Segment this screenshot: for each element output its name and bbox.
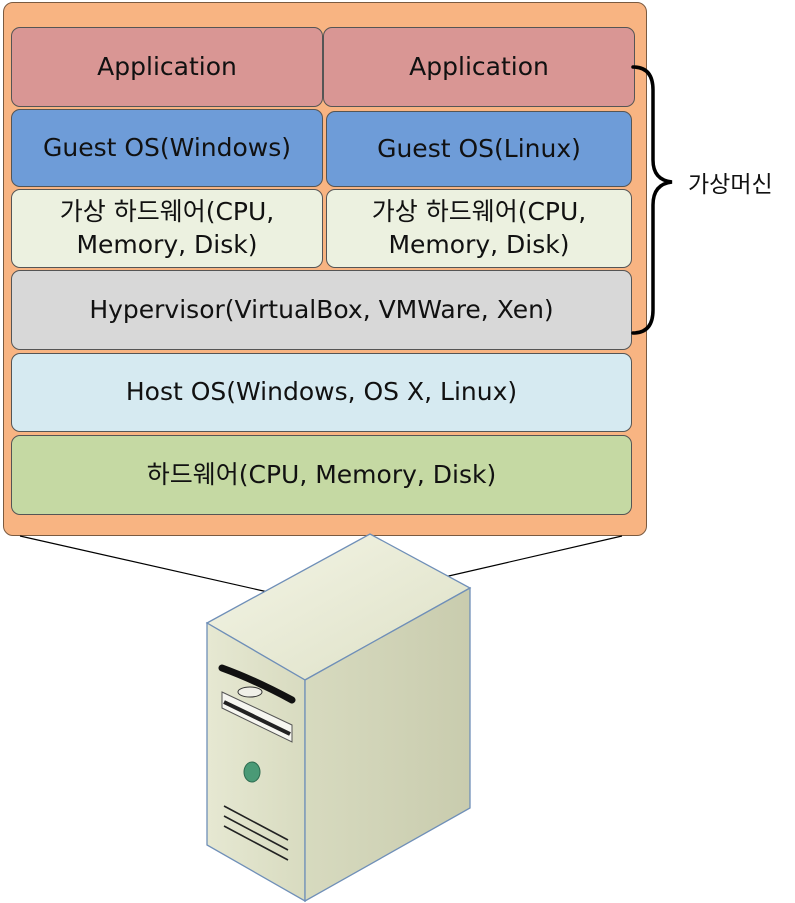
guest-os-linux: Guest OS(Linux) — [326, 111, 632, 187]
hypervisor-layer: Hypervisor(VirtualBox, VMWare, Xen) — [11, 270, 632, 350]
curly-brace-icon — [631, 65, 673, 335]
application-left: Application — [11, 27, 323, 107]
virtual-machine-label: 가상머신 — [688, 172, 773, 198]
connector-line-left — [19, 535, 269, 593]
power-led — [243, 761, 261, 783]
virtual-hardware-left: 가상 하드웨어(CPU, Memory, Disk) — [11, 189, 323, 268]
connector-line-right — [439, 535, 623, 579]
virtual-hardware-right: 가상 하드웨어(CPU, Memory, Disk) — [326, 189, 632, 268]
server-tower-icon — [205, 533, 472, 903]
application-right: Application — [323, 27, 635, 107]
guest-os-windows: Guest OS(Windows) — [11, 109, 323, 187]
host-os-layer: Host OS(Windows, OS X, Linux) — [11, 353, 632, 432]
hardware-layer: 하드웨어(CPU, Memory, Disk) — [11, 435, 632, 515]
